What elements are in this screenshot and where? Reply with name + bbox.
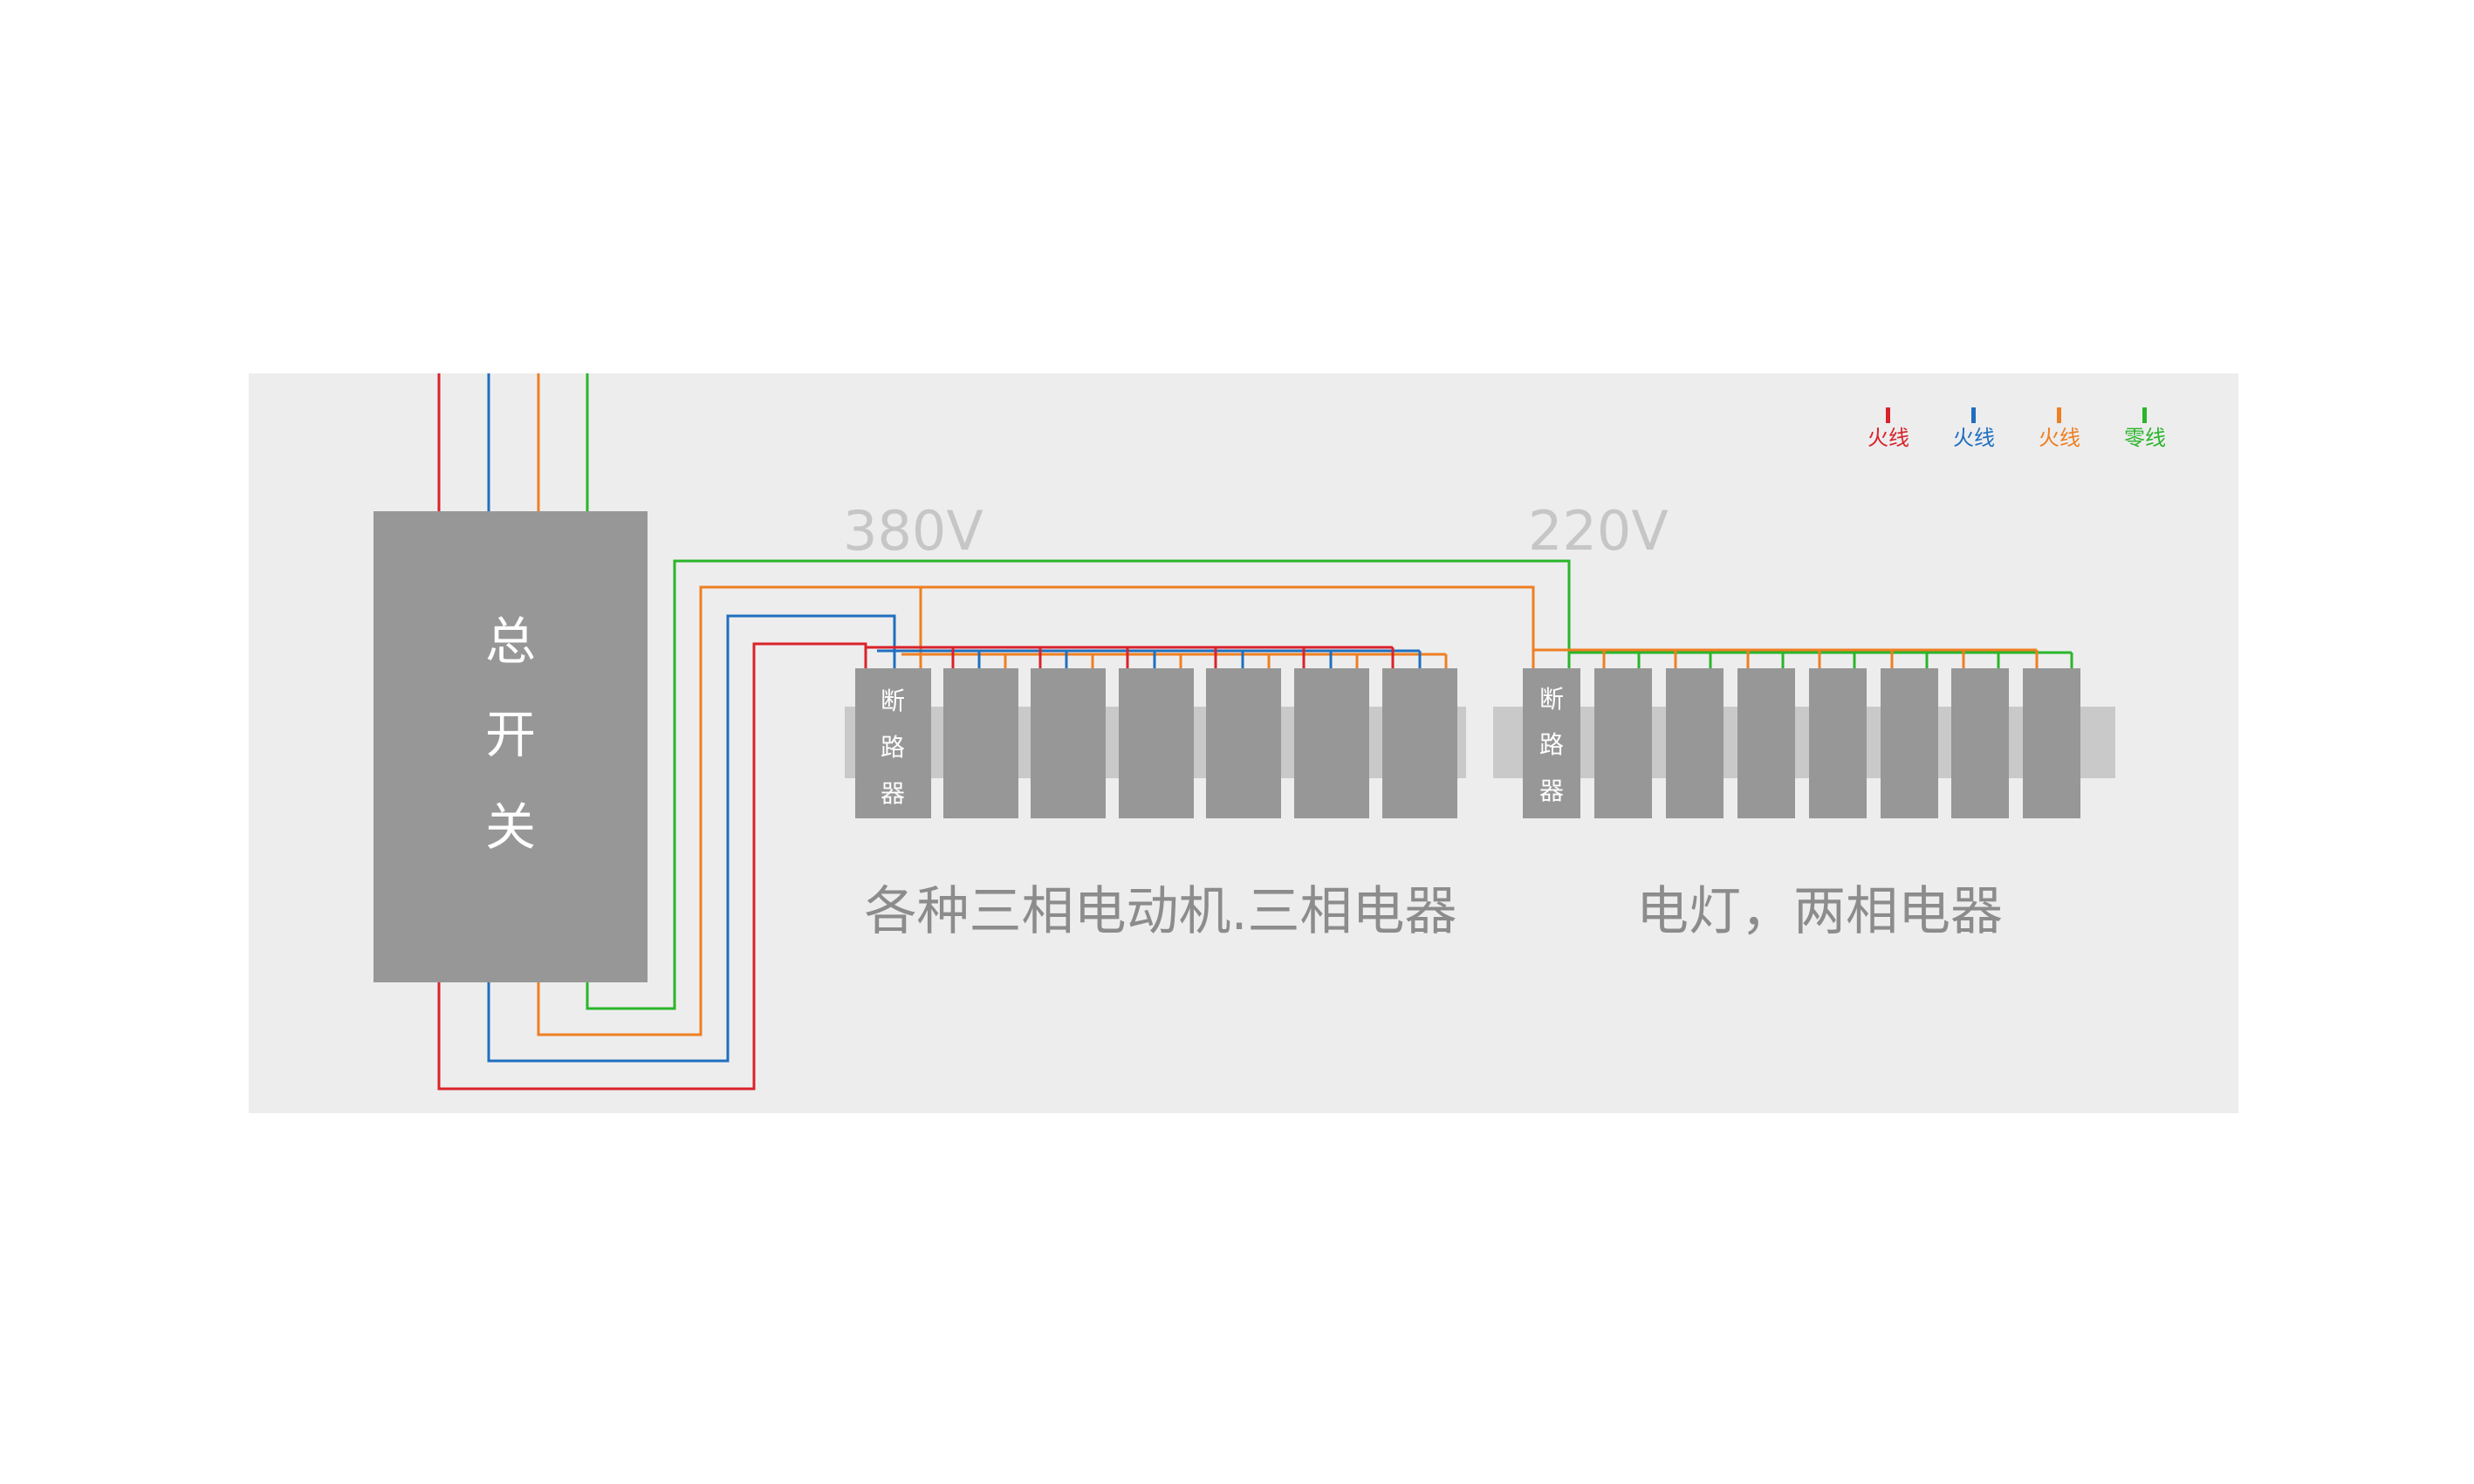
feed-wire-orange-220 bbox=[921, 585, 1535, 668]
voltage-380-label: 380V bbox=[843, 499, 983, 563]
bus-220 bbox=[1533, 648, 2073, 668]
legend-swatch-2 bbox=[1971, 407, 1976, 423]
device-220-3 bbox=[1737, 668, 1795, 818]
breaker-220-char-2: 路 bbox=[1539, 730, 1564, 759]
breaker-380-char-3: 器 bbox=[881, 779, 905, 808]
input-wires bbox=[437, 373, 589, 511]
feed-wire-orange bbox=[537, 585, 922, 1036]
din-rail-220 bbox=[1493, 707, 2115, 778]
device-220-7 bbox=[2023, 668, 2080, 818]
breaker-380 bbox=[855, 668, 931, 818]
breaker-220 bbox=[1523, 668, 1580, 818]
device-380-3 bbox=[1119, 668, 1194, 818]
device-380-5 bbox=[1294, 668, 1369, 818]
legend-swatch-3 bbox=[2057, 407, 2061, 423]
device-220-6 bbox=[1951, 668, 2009, 818]
device-380-4 bbox=[1206, 668, 1281, 818]
legend: 火线 火线 火线 零线 bbox=[1867, 407, 2166, 450]
legend-label-1: 火线 bbox=[1867, 426, 1909, 450]
device-380-1 bbox=[943, 668, 1018, 818]
breaker-220-char-1: 断 bbox=[1539, 685, 1564, 714]
breaker-220-char-3: 器 bbox=[1539, 776, 1564, 805]
device-380-6 bbox=[1382, 668, 1457, 818]
main-switch-box bbox=[373, 511, 648, 982]
feed-wire-blue bbox=[487, 614, 896, 1063]
legend-swatch-1 bbox=[1886, 407, 1890, 423]
feed-wire-green bbox=[586, 559, 1571, 1010]
breaker-380-char-2: 路 bbox=[881, 733, 905, 762]
device-220-1 bbox=[1594, 668, 1652, 818]
group-220: 断 路 器 bbox=[1523, 668, 2080, 818]
device-220-4 bbox=[1809, 668, 1867, 818]
legend-label-3: 火线 bbox=[2039, 426, 2080, 450]
legend-label-4: 零线 bbox=[2124, 426, 2166, 450]
caption-380: 各种三相电动机.三相电器 bbox=[864, 881, 1456, 942]
caption-220: 电灯，两相电器 bbox=[1636, 881, 2003, 942]
voltage-220-label: 220V bbox=[1528, 499, 1669, 563]
group-380: 断 路 器 bbox=[855, 668, 1457, 818]
legend-label-2: 火线 bbox=[1953, 426, 1995, 450]
device-220-5 bbox=[1881, 668, 1938, 818]
main-switch-char-1: 总 bbox=[485, 612, 536, 671]
legend-swatch-4 bbox=[2142, 407, 2147, 423]
main-switch: 总 开 关 bbox=[373, 511, 648, 982]
breaker-380-char-1: 断 bbox=[881, 687, 905, 715]
device-220-2 bbox=[1666, 668, 1724, 818]
device-380-2 bbox=[1031, 668, 1106, 818]
main-switch-char-2: 开 bbox=[485, 705, 536, 764]
bus-380 bbox=[866, 646, 1448, 668]
main-switch-char-3: 关 bbox=[485, 797, 536, 857]
